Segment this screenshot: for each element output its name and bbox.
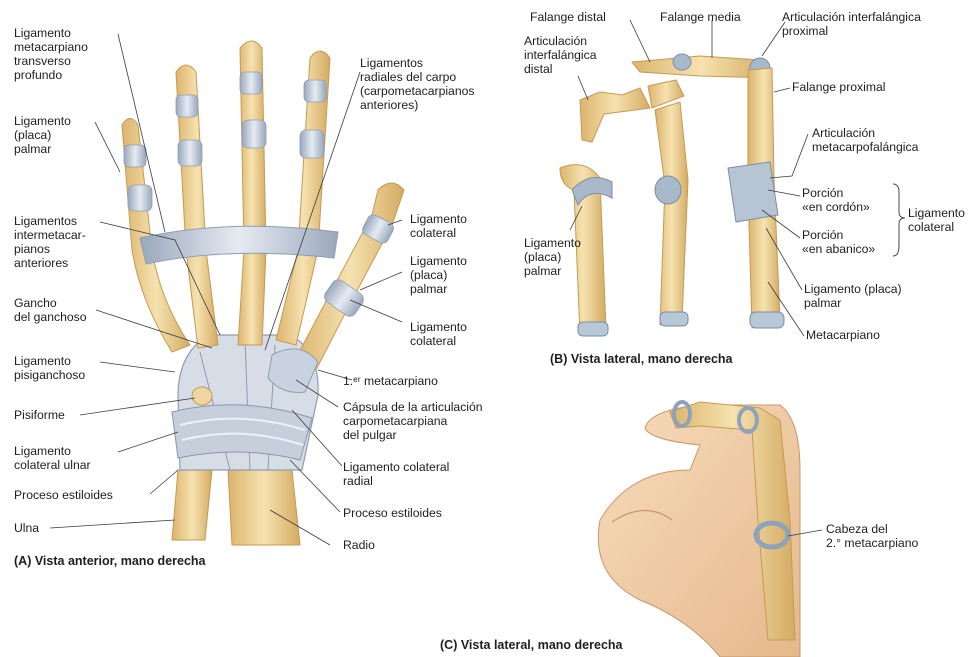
label-anterior-intermetacarpal-ligaments: Ligamentos intermetacar- pianos anterior… [14,214,86,270]
label-radial-carpal-ligaments: Ligamentos radiales del carpo (carpometa… [360,56,474,112]
label-cord-part: Porción «en cordón» [802,186,870,214]
caption-panel-a: (A) Vista anterior, mano derecha [14,554,206,568]
label-palmar-plate-ligament: Ligamento (placa) palmar [14,114,71,156]
label-collateral-ligament: Ligamento colateral [908,206,965,234]
label-radius-styloid-process: Proceso estiloides [343,506,442,520]
label-distal-phalanx: Falange distal [530,10,606,24]
label-fan-part: Porción «en abanico» [802,228,875,256]
label-head-second-metacarpal: Cabeza del 2.° metacarpiano [826,522,918,550]
label-pisohamate-ligament: Ligamento pisiganchoso [14,354,85,382]
label-distal-interphalangeal-joint: Articulación interfalángica distal [524,34,597,76]
mcp-joint [728,162,778,222]
label-proximal-interphalangeal-joint: Articulación interfalángica proximal [782,10,921,38]
wrist-ligaments [172,405,312,460]
label-proximal-phalanx: Falange proximal [792,80,885,94]
label-palmar-plate-left: Ligamento (placa) palmar [524,236,581,278]
label-ulna-styloid-process: Proceso estiloides [14,488,113,502]
caption-panel-c: (C) Vista lateral, mano derecha [440,638,622,652]
distal-phalanx-left [580,88,650,142]
radius-bone [228,470,300,545]
ulna-bone [172,470,212,540]
label-radius: Radio [343,538,375,552]
label-thumb-cmc-capsule: Cápsula de la articulación carpometacarp… [343,400,483,442]
label-thumb-collateral-ligament-2: Ligamento colateral [410,320,467,348]
middle-column-bone [655,102,688,325]
pisiform-bone [192,387,212,405]
label-metacarpal: Metacarpiano [806,328,880,342]
panel-c-hand [598,402,800,657]
label-thumb-palmar-plate: Ligamento (placa) palmar [410,254,467,296]
label-middle-phalanx: Falange media [660,10,741,24]
label-metacarpophalangeal-joint: Articulación metacarpofalángica [812,126,918,154]
label-palmar-plate-right: Ligamento (placa) palmar [804,282,902,310]
label-deep-transverse-metacarpal-ligament: Ligamento metacarpiano transverso profun… [14,26,88,82]
collateral-brace [893,184,905,256]
caption-panel-b: (B) Vista lateral, mano derecha [550,352,732,366]
label-hook-of-hamate: Gancho del ganchoso [14,296,87,324]
label-ulna: Ulna [14,521,39,535]
label-thumb-collateral-ligament-1: Ligamento colateral [410,212,467,240]
label-ulnar-collateral-ligament: Ligamento colateral ulnar [14,444,91,472]
label-radial-collateral-ligament: Ligamento colateral radial [343,460,449,488]
label-first-metacarpal: 1.ᵉʳ metacarpiano [343,374,438,388]
label-pisiform: Pisiforme [14,408,65,422]
